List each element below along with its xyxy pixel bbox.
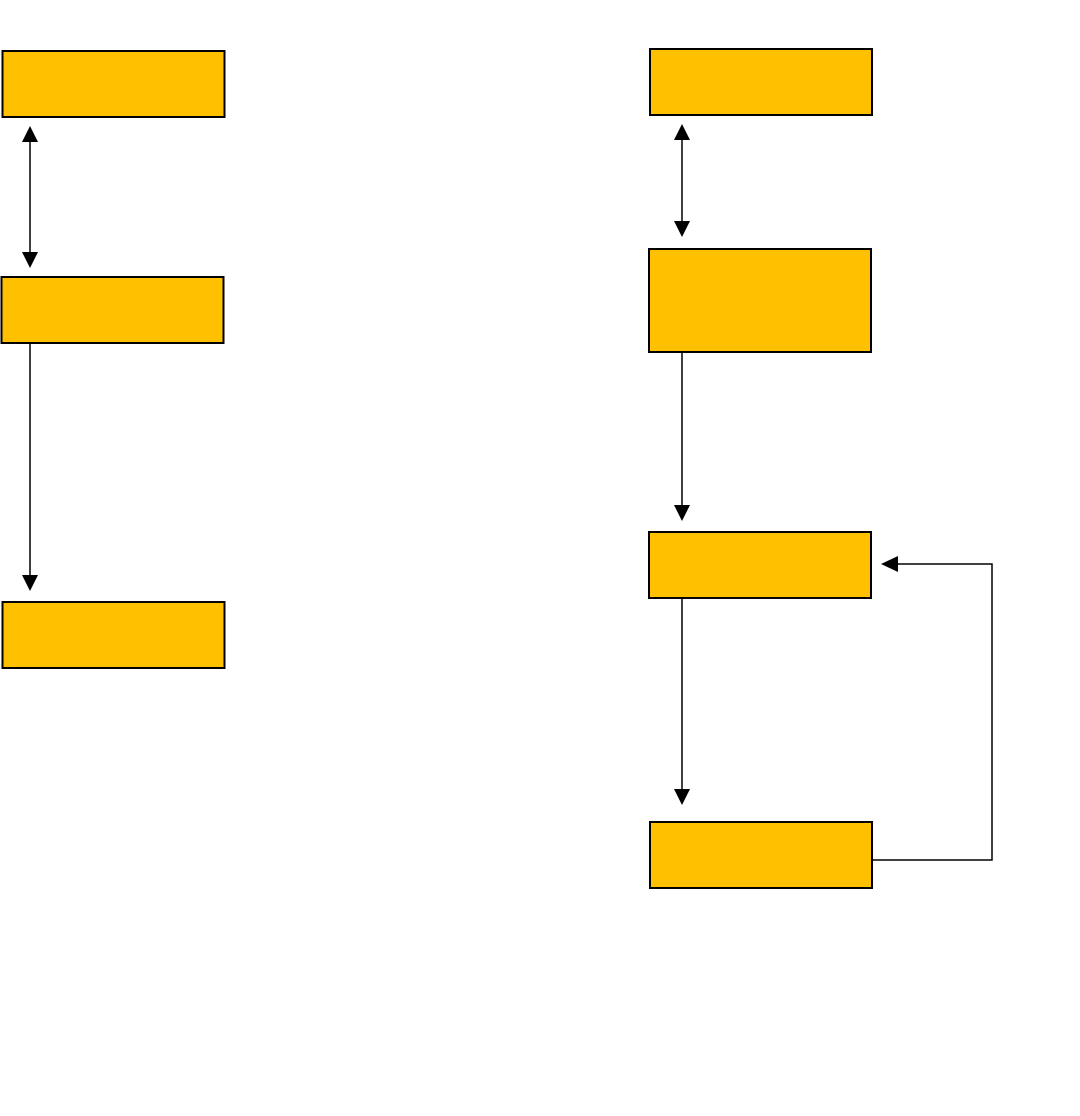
node-right-3 [648,531,872,599]
node-box [648,531,872,599]
node-left-3 [1,601,226,669]
arrowhead-down [22,252,38,268]
node-box [1,601,226,669]
arrowhead-down [674,505,690,521]
arrowhead-down [674,221,690,237]
arrowhead-down [22,575,38,591]
arrowhead-down [674,789,690,805]
node-left-1 [1,50,226,118]
arrowhead-left [881,556,898,572]
node-box [648,248,872,353]
node-box [649,48,873,116]
right-flow-group [648,48,993,889]
edge-right-3-right-4 [674,598,690,805]
edge-left-1-left-2 [22,126,38,268]
left-flow-group [0,50,226,669]
edge-right-2-right-3 [674,352,690,521]
node-box [1,50,226,118]
arrowhead-up [22,126,38,142]
edge-right-1-right-2 [674,124,690,237]
edge-left-2-left-3 [22,343,38,591]
arrowhead-up [674,124,690,140]
edge-loop-line [872,563,993,861]
edge-right-4-right-3-loop [872,556,993,861]
node-right-1 [649,48,873,116]
node-box [0,276,225,344]
node-box [649,821,873,889]
node-right-4 [649,821,873,889]
node-right-2 [648,248,872,353]
node-left-2 [0,276,225,344]
